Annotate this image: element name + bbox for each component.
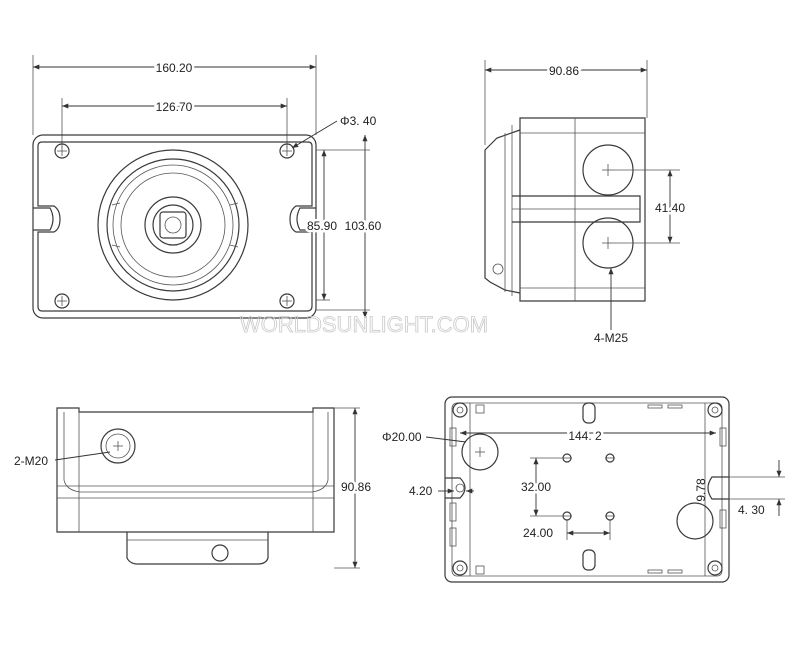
corner-hole [707,402,723,418]
slot-label: 9.78 [694,478,708,502]
side-view: 90.86 41.40 4-M25 [484,60,688,345]
gland-hole [461,433,499,471]
small-hole [605,453,615,463]
cable-gland [100,428,136,464]
small-hole [605,511,615,521]
gland-hole [676,502,714,540]
slot-width-label: 4.20 [409,484,433,498]
dim-inner-height-label: 85.90 [307,219,337,233]
dim-overall-height-label: 103.60 [345,219,382,233]
side-screw [492,263,504,275]
dim-inner-width-label: 144. 2 [568,429,602,443]
bottom-gland-label: 2-M20 [14,454,48,468]
right-notch [707,476,729,500]
left-notch [445,477,466,499]
bottom-body [56,407,335,533]
dim-bottom-height-label: 90.86 [341,480,371,494]
mounting-hole [279,143,295,159]
small-hole [562,453,572,463]
right-slot [296,207,316,231]
front-view: 160.20 126.70 Φ3. 40 [32,55,384,319]
mounting-hole [54,143,70,159]
watermark: WORLDSUNLIGHT.COM [240,312,488,337]
back-hole-leader [425,436,467,443]
dim-hole-vspacing-label: 32.00 [521,480,551,494]
side-body [519,117,646,302]
back-hole-dia-label: Φ20.00 [382,430,422,444]
hole-diameter-label: Φ3. 40 [340,114,377,128]
dim-depth-label: 90.86 [549,64,579,78]
bottom-view: 2-M20 90.86 [14,407,374,569]
side-slot-label: 4. 30 [738,503,765,517]
dim-overall-width-label: 160.20 [156,61,193,75]
bottom-slot [582,549,596,571]
dim-gland-spacing-label: 41.40 [655,201,685,215]
back-view: Φ20.00 144. 2 4.20 32.00 24.00 9.78 4. 3… [382,396,785,583]
emergency-stop-button [97,149,249,301]
back-outline [444,396,730,583]
corner-hole [452,560,468,576]
gland-label: 4-M25 [594,331,628,345]
bottom-screw [211,544,229,562]
dim-hole-hspacing-label: 24.00 [523,526,553,540]
side-cover [484,129,521,294]
bottom-gland-leader [54,451,111,461]
top-slot [582,402,596,424]
dim-hole-spacing-label: 126.70 [156,100,193,114]
mounting-hole [279,293,295,309]
corner-hole [707,560,723,576]
front-enclosure-outline [32,134,317,319]
hole-diameter-leader [291,120,338,149]
left-slot [33,207,54,231]
corner-hole [452,402,468,418]
small-hole [562,511,572,521]
mounting-hole [54,293,70,309]
bottom-base [126,532,269,565]
front-flange [37,141,313,312]
